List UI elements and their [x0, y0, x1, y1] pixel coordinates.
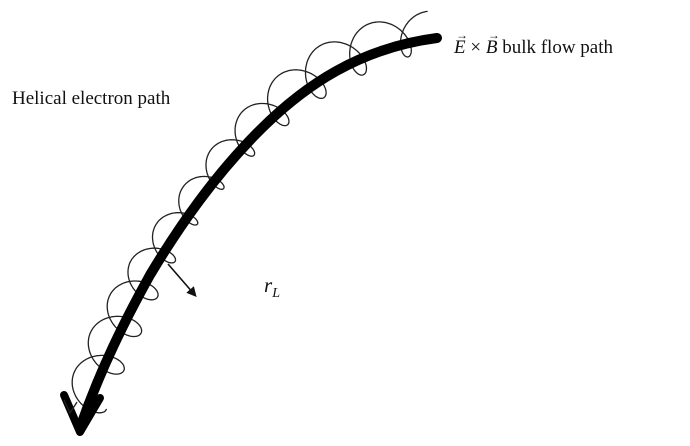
- cross-product-symbol: ×: [470, 37, 482, 58]
- electric-field-symbol: E: [454, 29, 468, 57]
- larmor-radius-arrow: [167, 263, 197, 298]
- larmor-radius-label: rL: [264, 275, 280, 301]
- bulk-flow-arrowhead: [60, 391, 104, 436]
- bulk-flow-text: bulk flow path: [502, 37, 614, 58]
- bulk-flow-path: [75, 33, 442, 433]
- helix-end-arrowhead: [63, 399, 78, 415]
- larmor-radius-subscript: L: [272, 286, 280, 301]
- larmor-radius-symbol: r: [264, 273, 273, 297]
- magnetic-field-symbol: B: [486, 29, 500, 57]
- bulk-flow-label: E × B bulk flow path: [454, 29, 614, 58]
- helical-electron-path: [71, 10, 428, 414]
- helical-path-label: Helical electron path: [12, 88, 171, 109]
